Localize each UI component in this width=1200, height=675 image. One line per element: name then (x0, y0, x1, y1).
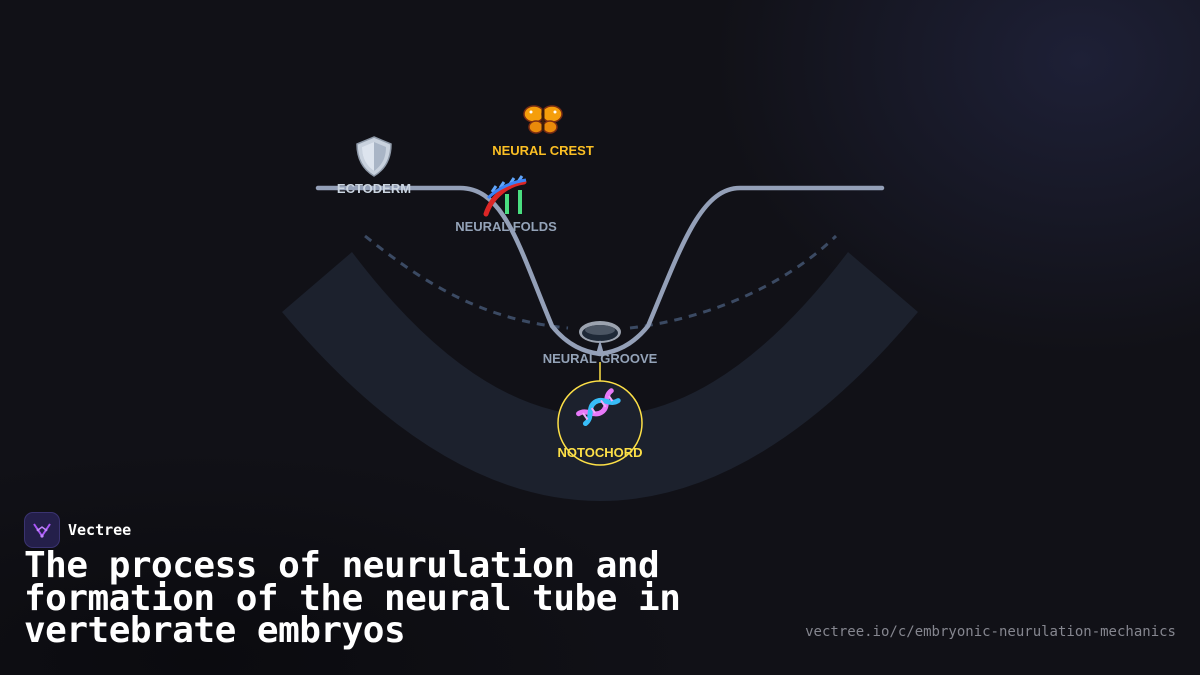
chromosomes-icon (483, 175, 527, 217)
neural-crest-label: NEURAL CREST (492, 143, 594, 158)
shield-icon (356, 136, 392, 177)
ectoderm-node: ECTODERM (337, 136, 411, 196)
groove-disc-icon (579, 321, 621, 343)
ectoderm-label: ECTODERM (337, 181, 411, 196)
neural-folds-node: NEURAL FOLDS (455, 175, 557, 234)
notochord-label: NOTOCHORD (558, 445, 643, 460)
notochord-node: NOTOCHORD (557, 380, 643, 466)
vectree-logo-icon (24, 512, 60, 548)
mesoderm-arc-band (282, 252, 918, 501)
brand-name: Vectree (68, 521, 132, 539)
groove-pointer (596, 340, 604, 354)
source-url[interactable]: vectree.io/c/embryonic-neurulation-mecha… (805, 624, 1176, 640)
neural-groove-node: NEURAL GROOVE (543, 321, 658, 366)
neural-groove-label: NEURAL GROOVE (543, 351, 658, 366)
butterfly-icon (523, 105, 563, 134)
neural-crest-node: NEURAL CREST (492, 105, 594, 158)
notochord-circle (557, 380, 643, 466)
page-title: The process of neurulation and formation… (24, 545, 681, 651)
dashed-guide-curve (364, 234, 838, 330)
neural-folds-label: NEURAL FOLDS (455, 219, 557, 234)
brand: Vectree (24, 512, 131, 548)
dna-icon (576, 388, 621, 427)
